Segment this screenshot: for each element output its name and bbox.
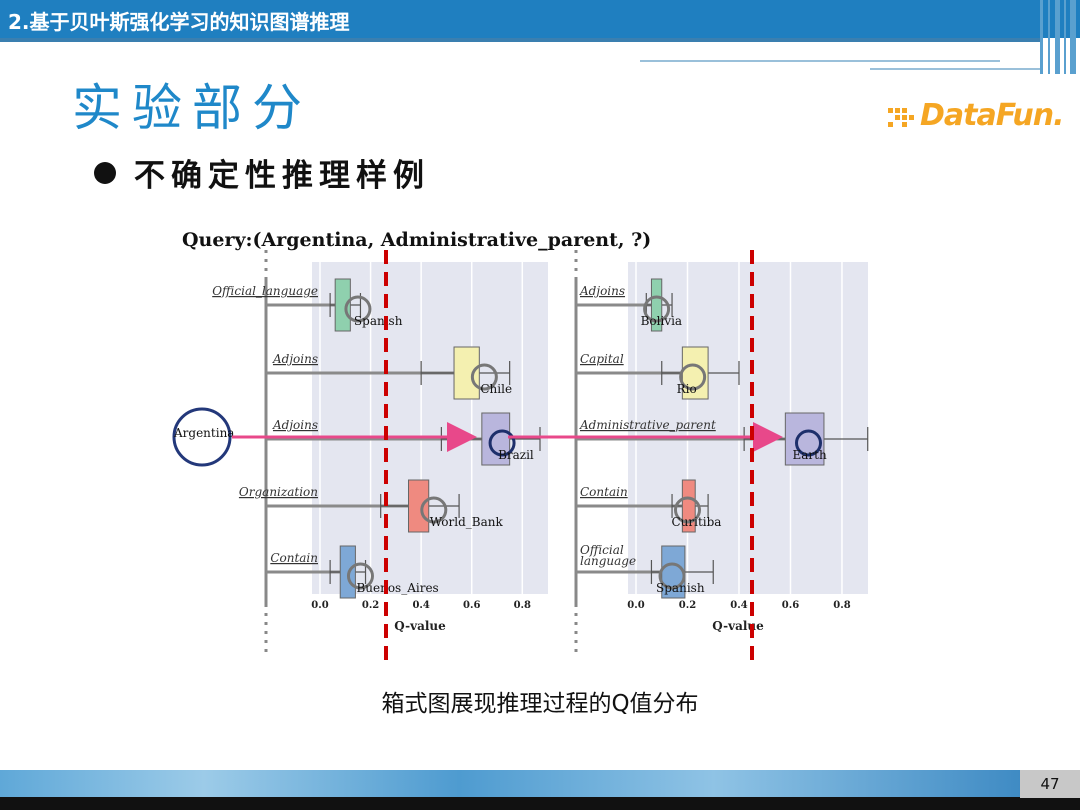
bullet-text: 不确定性推理样例 bbox=[134, 158, 430, 194]
entity-label: Buenos_Aires bbox=[356, 581, 438, 595]
header-stripe bbox=[1040, 0, 1043, 74]
header-divider-thin bbox=[870, 68, 1040, 70]
box bbox=[453, 346, 480, 400]
q-value-marker bbox=[346, 562, 374, 590]
q-value-marker bbox=[795, 429, 823, 457]
entity-label: Rio bbox=[677, 382, 697, 396]
relation-label: Adjoins bbox=[579, 284, 625, 298]
start-entity-label: Argentina bbox=[173, 426, 234, 440]
x-axis-label: Q-value bbox=[712, 619, 764, 633]
entity-label: Brazil bbox=[498, 448, 534, 462]
page-number: 47 bbox=[1020, 770, 1080, 798]
header-divider-thin bbox=[640, 60, 1000, 62]
relation-label: Official bbox=[580, 543, 624, 557]
x-tick-label: 0.6 bbox=[782, 600, 799, 611]
header-stripe bbox=[1048, 0, 1050, 74]
relation-label: Official_language bbox=[212, 284, 318, 298]
entity-label: Earth bbox=[793, 448, 827, 462]
relation-label: Administrative_parent bbox=[579, 418, 716, 432]
relation-label: language bbox=[580, 554, 636, 568]
x-tick-label: 0.4 bbox=[412, 600, 429, 611]
x-tick-label: 0.2 bbox=[679, 600, 696, 611]
panel-background bbox=[628, 262, 868, 594]
header-bar: 2.基于贝叶斯强化学习的知识图谱推理 bbox=[0, 0, 1080, 38]
logo-text: DataFun. bbox=[920, 98, 1064, 133]
entity-label: Bolivia bbox=[641, 314, 683, 328]
box bbox=[408, 479, 430, 533]
datafun-logo: DataFun. bbox=[888, 98, 1064, 133]
relation-label: Capital bbox=[580, 352, 624, 366]
header-divider bbox=[0, 38, 1040, 42]
relation-label: Contain bbox=[580, 485, 628, 499]
box bbox=[481, 412, 511, 466]
relation-label: Organization bbox=[239, 485, 318, 499]
entity-label: Spanish bbox=[354, 314, 403, 328]
q-value-marker bbox=[673, 496, 701, 524]
plot-layer: 0.0 0.2 0.4 0.6 0.8Q-value Official_languageS… bbox=[172, 250, 869, 662]
bullet-dot bbox=[94, 161, 116, 184]
q-value-marker bbox=[420, 496, 448, 524]
q-value-boxplot-figure: Query:(Argentina, Administrative_parent,… bbox=[172, 229, 869, 662]
x-tick-label: 0.0 bbox=[311, 600, 328, 611]
box bbox=[650, 278, 663, 332]
x-tick-label: 0.0 bbox=[627, 600, 644, 611]
box bbox=[784, 412, 825, 466]
q-value-marker bbox=[344, 295, 372, 323]
q-value-marker bbox=[488, 429, 516, 457]
box bbox=[334, 278, 351, 332]
entity-label: World_Bank bbox=[430, 515, 504, 529]
q-value-marker bbox=[679, 363, 707, 391]
q-value-marker bbox=[470, 363, 498, 391]
entity-label: Curitiba bbox=[671, 515, 721, 529]
x-axis-label: Q-value bbox=[394, 619, 446, 633]
header-stripe bbox=[1055, 0, 1060, 74]
header-stripe bbox=[1064, 0, 1066, 74]
x-tick-label: 0.8 bbox=[833, 600, 850, 611]
figure-caption: 箱式图展现推理过程的Q值分布 bbox=[381, 691, 699, 717]
q-value-marker bbox=[658, 562, 686, 590]
footer-band bbox=[0, 770, 1020, 798]
section-title: 2.基于贝叶斯强化学习的知识图谱推理 bbox=[8, 10, 350, 34]
x-tick-label: 0.6 bbox=[463, 600, 480, 611]
box bbox=[681, 479, 696, 533]
entity-label: Chile bbox=[480, 382, 512, 396]
x-tick-label: 0.2 bbox=[362, 600, 379, 611]
q-value-marker bbox=[643, 295, 671, 323]
footer-bar bbox=[0, 797, 1080, 810]
header-stripe bbox=[1070, 0, 1076, 74]
x-tick-label: 0.4 bbox=[730, 600, 747, 611]
start-entity-circle bbox=[172, 407, 232, 467]
x-tick-label: 0.8 bbox=[514, 600, 531, 611]
bullet-point: 不确定性推理样例 bbox=[94, 150, 430, 195]
relation-label: Contain bbox=[270, 551, 318, 565]
relation-label: Adjoins bbox=[272, 418, 318, 432]
logo-dots-icon bbox=[888, 102, 916, 130]
query-title: Query:(Argentina, Administrative_parent,… bbox=[182, 229, 651, 251]
entity-label: Spanish bbox=[656, 581, 705, 595]
relation-label: Adjoins bbox=[272, 352, 318, 366]
slide-title: 实验部分 bbox=[72, 79, 312, 137]
